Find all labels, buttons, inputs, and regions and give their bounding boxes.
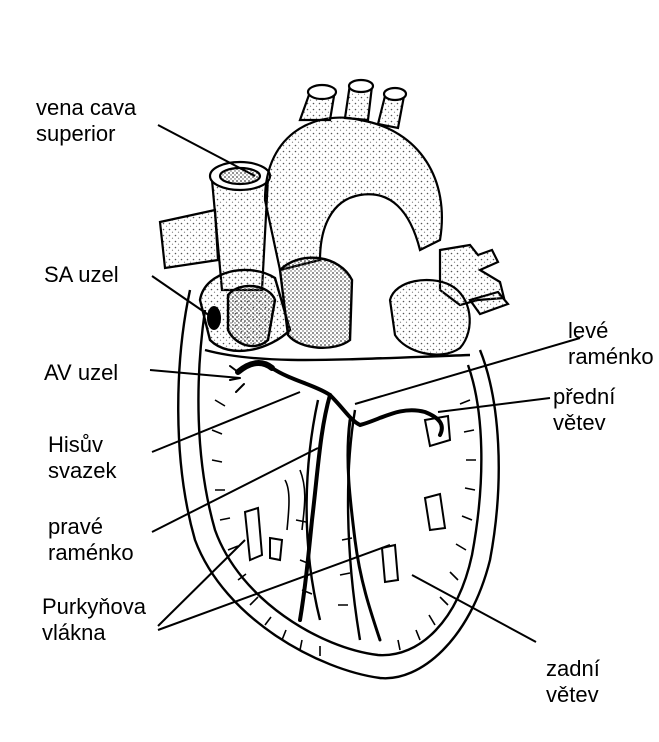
label-his-line2: svazek [48, 458, 116, 484]
sa-node [207, 306, 221, 330]
leader-av-node [150, 370, 240, 378]
label-purkinje: Purkyňova vlákna [42, 594, 146, 646]
label-purkinje-line2: vlákna [42, 620, 146, 646]
leader-right-bundle [152, 448, 318, 532]
left-bundle-branch [330, 395, 442, 435]
label-vena-cava-line1: vena cava [36, 95, 136, 121]
label-right-bundle: pravé raménko [48, 514, 134, 566]
left-atrium [390, 280, 470, 355]
left-posterior-branch [348, 420, 380, 640]
label-his-line1: Hisův [48, 432, 116, 458]
label-posterior-branch: zadní větev [546, 656, 600, 708]
label-vena-cava: vena cava superior [36, 95, 136, 147]
leader-his [152, 392, 300, 452]
label-anterior-line2: větev [553, 410, 615, 436]
av-node [238, 363, 272, 372]
label-sa-node: SA uzel [44, 262, 119, 288]
label-av-node: AV uzel [44, 360, 118, 386]
heart-inner-wall [198, 310, 481, 655]
label-posterior-line1: zadní [546, 656, 600, 682]
leader-left-bundle [355, 338, 580, 404]
label-purkinje-line1: Purkyňova [42, 594, 146, 620]
label-bundle-of-his: Hisův svazek [48, 432, 116, 484]
leader-posterior [412, 575, 536, 642]
label-av-node-line1: AV uzel [44, 360, 118, 386]
bundle-of-his [272, 368, 330, 395]
label-left-bundle: levé raménko [568, 318, 654, 370]
label-left-bundle-line2: raménko [568, 344, 654, 370]
aorta [265, 118, 442, 270]
label-right-bundle-line1: pravé [48, 514, 134, 540]
label-right-bundle-line2: raménko [48, 540, 134, 566]
pulmonary-branch-left [160, 210, 218, 268]
label-vena-cava-line2: superior [36, 121, 136, 147]
label-anterior-branch: přední větev [553, 384, 615, 436]
label-sa-node-line1: SA uzel [44, 262, 119, 288]
leader-vena-cava [158, 125, 255, 176]
label-anterior-line1: přední [553, 384, 615, 410]
label-posterior-line2: větev [546, 682, 600, 708]
label-left-bundle-line1: levé [568, 318, 654, 344]
